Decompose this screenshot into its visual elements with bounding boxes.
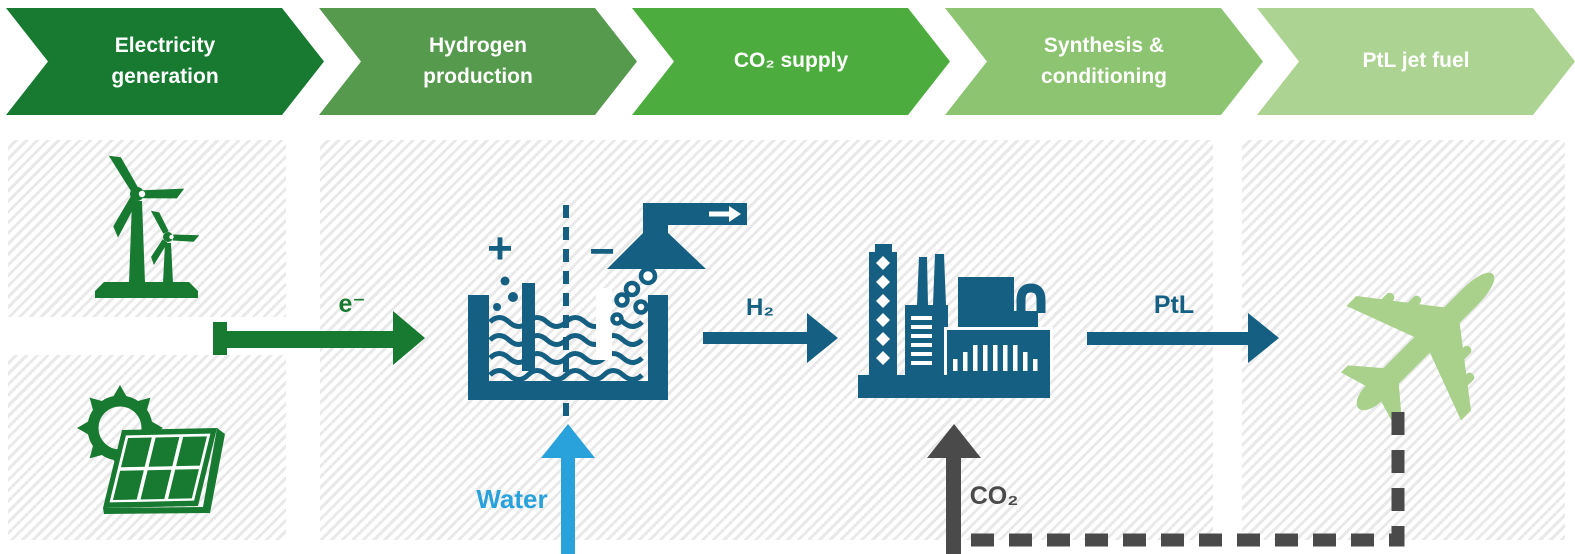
ptl-label: PtL — [1153, 291, 1195, 319]
ptl-arrow-head — [1248, 313, 1279, 363]
anode-plus-sign: + — [487, 224, 513, 273]
cathode-electrode — [596, 288, 612, 360]
right-arrow-icon — [709, 206, 741, 222]
co2-arrow — [946, 456, 961, 554]
electrolyzer-icon: + − — [468, 203, 747, 418]
step-label: PtL jet fuel — [1362, 49, 1470, 73]
panel-jet-fuel-use — [1242, 140, 1565, 540]
solar-panel-icon — [77, 385, 225, 514]
hydrogen-label: H₂ — [746, 294, 774, 321]
airplane-icon — [1340, 272, 1495, 427]
water-arrow-head — [541, 424, 595, 458]
water-arrow — [561, 456, 575, 554]
step-electricity-generation: Electricity generation — [6, 8, 324, 115]
electricity-arrow-head — [393, 311, 425, 365]
electricity-arrow — [227, 331, 393, 348]
co2-arrow-head — [927, 424, 981, 458]
factory-icon — [858, 244, 1053, 398]
hydrogen-arrow — [703, 332, 807, 344]
step-label: CO₂ supply — [733, 49, 849, 73]
hydrogen-arrow-head — [807, 313, 838, 363]
gas-collection-hood — [607, 203, 747, 269]
step-label: Synthesis & conditioning — [1041, 34, 1167, 88]
step-label: Electricity generation — [111, 34, 219, 88]
step-ptl-jet-fuel: PtL jet fuel — [1257, 8, 1575, 115]
water-label: Water — [476, 484, 548, 514]
step-synthesis-conditioning: Synthesis & conditioning — [945, 8, 1263, 115]
step-label: Hydrogen production — [423, 34, 533, 88]
electrons-label: e⁻ — [338, 290, 366, 318]
oxygen-bubbles — [493, 276, 518, 311]
wind-turbines-icon — [95, 155, 200, 298]
co2-label: CO₂ — [969, 482, 1019, 510]
electricity-arrow-start-cap — [213, 322, 227, 355]
ptl-arrow — [1087, 332, 1248, 345]
anode-electrode — [522, 283, 535, 371]
step-co2-supply: CO₂ supply — [632, 8, 950, 115]
step-hydrogen-production: Hydrogen production — [319, 8, 637, 115]
